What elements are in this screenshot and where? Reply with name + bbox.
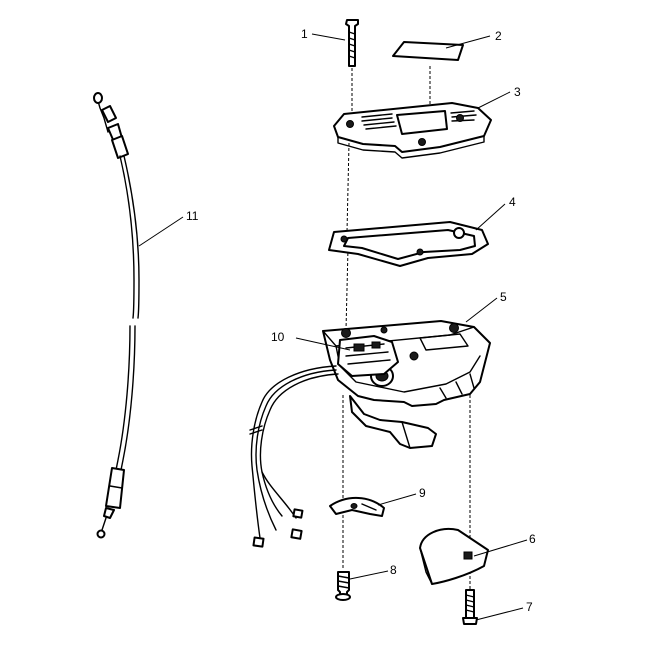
callout-5: 5 [500,290,507,304]
part-8-screw [335,571,351,601]
callout-leader-lines [138,33,528,621]
part-2-decal [392,41,464,61]
part-9-spring-clip [329,497,385,517]
callout-3: 3 [514,85,521,99]
part-3-cover-plate [333,102,492,159]
callout-labels: 1 2 3 4 5 6 7 8 9 10 11 [186,27,536,614]
part-6-clamp [419,528,489,585]
part-1-screw [345,19,359,67]
callout-11: 11 [186,209,199,223]
part-4-gasket [328,221,489,267]
part-7-screw [462,589,478,625]
wiring-harness [249,365,339,548]
callout-10: 10 [271,330,285,344]
callout-2: 2 [495,29,502,43]
callout-4: 4 [509,195,516,209]
callout-9: 9 [419,486,426,500]
callout-1: 1 [301,27,308,41]
callout-8: 8 [390,563,397,577]
callout-7: 7 [526,600,533,614]
part-11-throttle-cable [93,92,140,539]
part-10-switch-block [337,335,399,377]
callout-6: 6 [529,532,536,546]
